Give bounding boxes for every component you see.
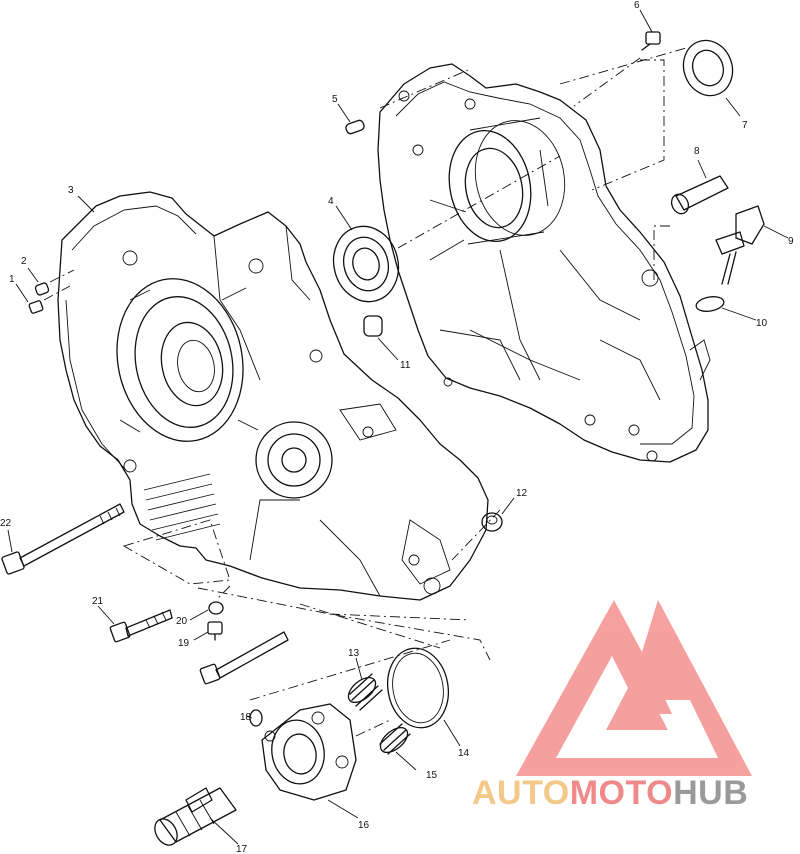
right-crankcase-half — [377, 63, 711, 463]
part-19-drain-plug — [207, 621, 223, 641]
assembly-lines — [43, 47, 687, 737]
part-22-through-bolt — [1, 503, 125, 575]
part-11-bushing — [363, 315, 383, 337]
automotohub-logo-icon — [516, 600, 752, 776]
part-5-dowel — [345, 119, 365, 135]
callout-16: 16 — [358, 820, 370, 831]
part-16-filter-cover — [261, 703, 357, 801]
watermark-word-moto: MOTO — [570, 774, 673, 812]
part-21-bolt — [109, 609, 173, 643]
part-13-spring — [347, 673, 383, 711]
part-7-oil-seal — [682, 39, 734, 97]
callout-6: 6 — [634, 0, 640, 11]
automotohub-watermark: AUTOMOTOHUB — [472, 600, 752, 812]
callout-15: 15 — [426, 770, 438, 781]
callout-13: 13 — [348, 648, 360, 659]
part-6-bolt — [641, 31, 661, 51]
callout-7: 7 — [742, 120, 748, 131]
leader-lines — [7, 9, 789, 845]
callout-8: 8 — [694, 146, 700, 157]
callout-14: 14 — [458, 748, 470, 759]
callout-17: 17 — [236, 844, 248, 854]
long-bolt-lower — [199, 631, 289, 685]
part-12-nut — [481, 512, 503, 532]
callout-11: 11 — [400, 360, 411, 371]
callout-19: 19 — [178, 638, 190, 649]
part-2-dowel-pin — [34, 282, 50, 296]
callout-4: 4 — [328, 196, 334, 207]
callout-18: 18 — [240, 712, 252, 723]
part-17-threaded-fitting — [154, 787, 237, 846]
part-4-bearing — [332, 225, 400, 303]
part-10-o-ring — [695, 296, 725, 312]
part-18-bolt — [249, 709, 263, 727]
callout-12: 12 — [516, 488, 528, 499]
part-15-spring — [379, 723, 411, 755]
part-14-gasket-ring — [387, 647, 449, 729]
callout-2: 2 — [21, 256, 27, 267]
part-1-bolt — [28, 300, 44, 314]
part-8-breather-fitting — [670, 175, 729, 215]
callout-9: 9 — [788, 236, 794, 247]
callout-22: 22 — [0, 518, 12, 529]
left-crankcase-half — [57, 191, 489, 601]
svg-text:AUTOMOTOHUB: AUTOMOTOHUB — [472, 774, 748, 812]
callout-21: 21 — [92, 596, 104, 607]
callout-3: 3 — [68, 185, 74, 196]
callout-1: 1 — [9, 274, 15, 285]
watermark-word-hub: HUB — [673, 774, 748, 812]
part-20-washer — [208, 601, 224, 615]
callout-20: 20 — [176, 616, 188, 627]
callout-10: 10 — [756, 318, 768, 329]
watermark-word-auto: AUTO — [472, 774, 570, 812]
callout-5: 5 — [332, 94, 338, 105]
part-9-dipstick — [715, 205, 765, 285]
